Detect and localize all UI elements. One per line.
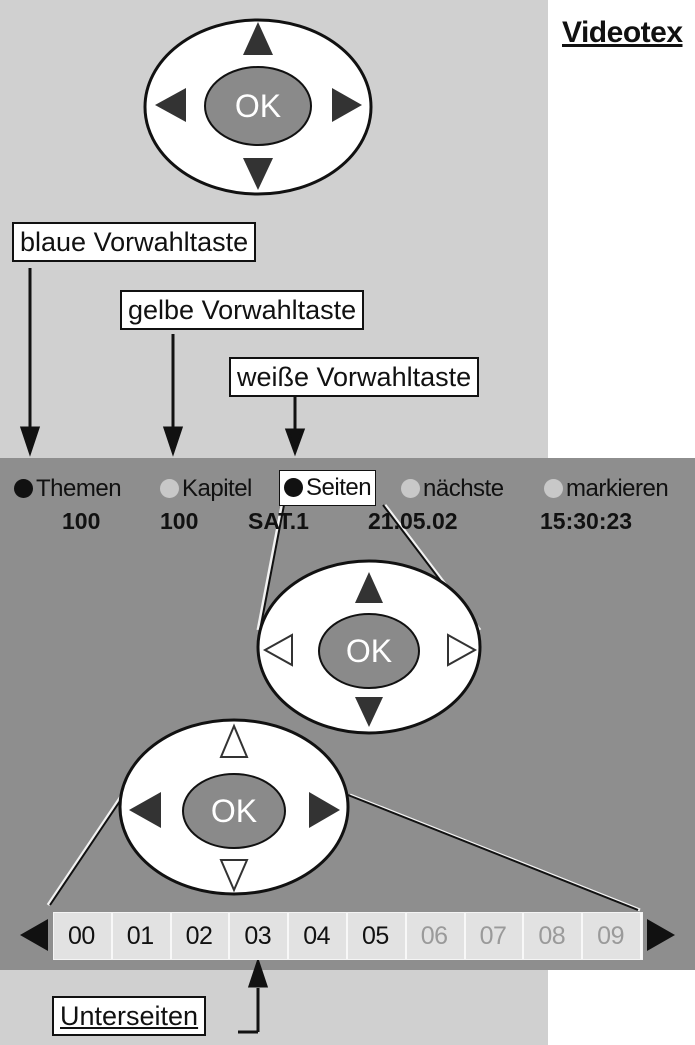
arrow-down-outline-icon[interactable] [219,859,249,893]
gray-dot-icon [544,479,563,498]
arrow-left-icon[interactable] [129,792,161,828]
info-page1: 100 [62,508,101,534]
subpage-number: 08 [538,922,566,950]
subpage-cell[interactable]: 08 [524,913,584,959]
menu-seiten[interactable]: Seiten [279,470,377,506]
arrow-right-outline-icon[interactable] [447,633,478,667]
arrow-left-outline-icon[interactable] [262,633,293,667]
subpage-number: 04 [303,922,330,950]
ok-label-lower: OK [210,793,258,829]
subpage-cell[interactable]: 00 [54,913,113,959]
page-heading: Videotex [562,16,683,49]
info-page2: 100 [160,508,199,534]
subpage-cell[interactable]: 04 [289,913,348,959]
subpage-cell[interactable]: 09 [583,913,642,959]
gray-dot-icon [401,479,420,498]
subpage-number: 02 [185,922,213,950]
blue-key-label: blaue Vorwahltaste [12,222,257,262]
arrow-up-icon[interactable] [355,572,383,603]
menu-naechste[interactable]: nächste [401,472,504,506]
black-dot-icon [284,478,303,497]
pointer-arrows [19,268,306,1034]
arrow-down-icon[interactable] [355,697,383,727]
arrow-up-icon[interactable] [243,22,273,55]
subpage-bar: 00 01 02 03 04 05 06 07 08 09 [53,912,643,960]
ok-button[interactable] [318,613,420,689]
info-date: 21.05.02 [368,508,458,534]
subpage-prev-icon[interactable] [20,919,48,951]
arrow-right-icon[interactable] [332,88,362,122]
lower-nav-pad [118,718,350,896]
arrow-right-icon[interactable] [309,792,340,828]
gray-dot-icon [160,479,179,498]
arrow-down-icon[interactable] [243,158,273,190]
subpage-number: 03 [244,922,272,950]
arrow-left-icon[interactable] [155,88,186,122]
subpage-number: 01 [126,922,154,950]
subpage-cell[interactable]: 05 [348,913,407,959]
ok-button[interactable] [204,66,312,146]
subpage-number: 09 [597,922,624,950]
subpage-cell[interactable]: 07 [466,913,525,959]
middle-nav-pad [256,559,482,735]
subpage-cell[interactable]: 06 [407,913,466,959]
white-key-label: weiße Vorwahltaste [229,357,480,397]
yellow-key-label: gelbe Vorwahltaste [120,290,365,330]
arrow-up-outline-icon[interactable] [219,723,249,758]
ok-button[interactable] [182,773,286,849]
ok-label-middle: OK [345,633,393,669]
subpage-number: 00 [68,922,95,950]
info-channel: SAT.1 [248,508,309,534]
subpage-cell[interactable]: 01 [113,913,172,959]
subpage-next-icon[interactable] [647,919,675,951]
menu-kapitel[interactable]: Kapitel [160,472,252,506]
subpage-cell[interactable]: 02 [172,913,231,959]
menu-markieren[interactable]: markieren [544,472,669,506]
menu-themen[interactable]: Themen [14,472,122,506]
info-time: 15:30:23 [540,508,633,534]
subpage-number: 06 [420,922,448,950]
subpage-cell[interactable]: 03 [230,913,290,959]
subpage-number: 05 [361,922,389,950]
subpage-number: 07 [479,922,507,950]
top-nav-pad [143,18,373,196]
black-dot-icon [14,479,33,498]
subpages-label: Unterseiten [52,996,207,1036]
ok-label-top: OK [234,88,282,124]
